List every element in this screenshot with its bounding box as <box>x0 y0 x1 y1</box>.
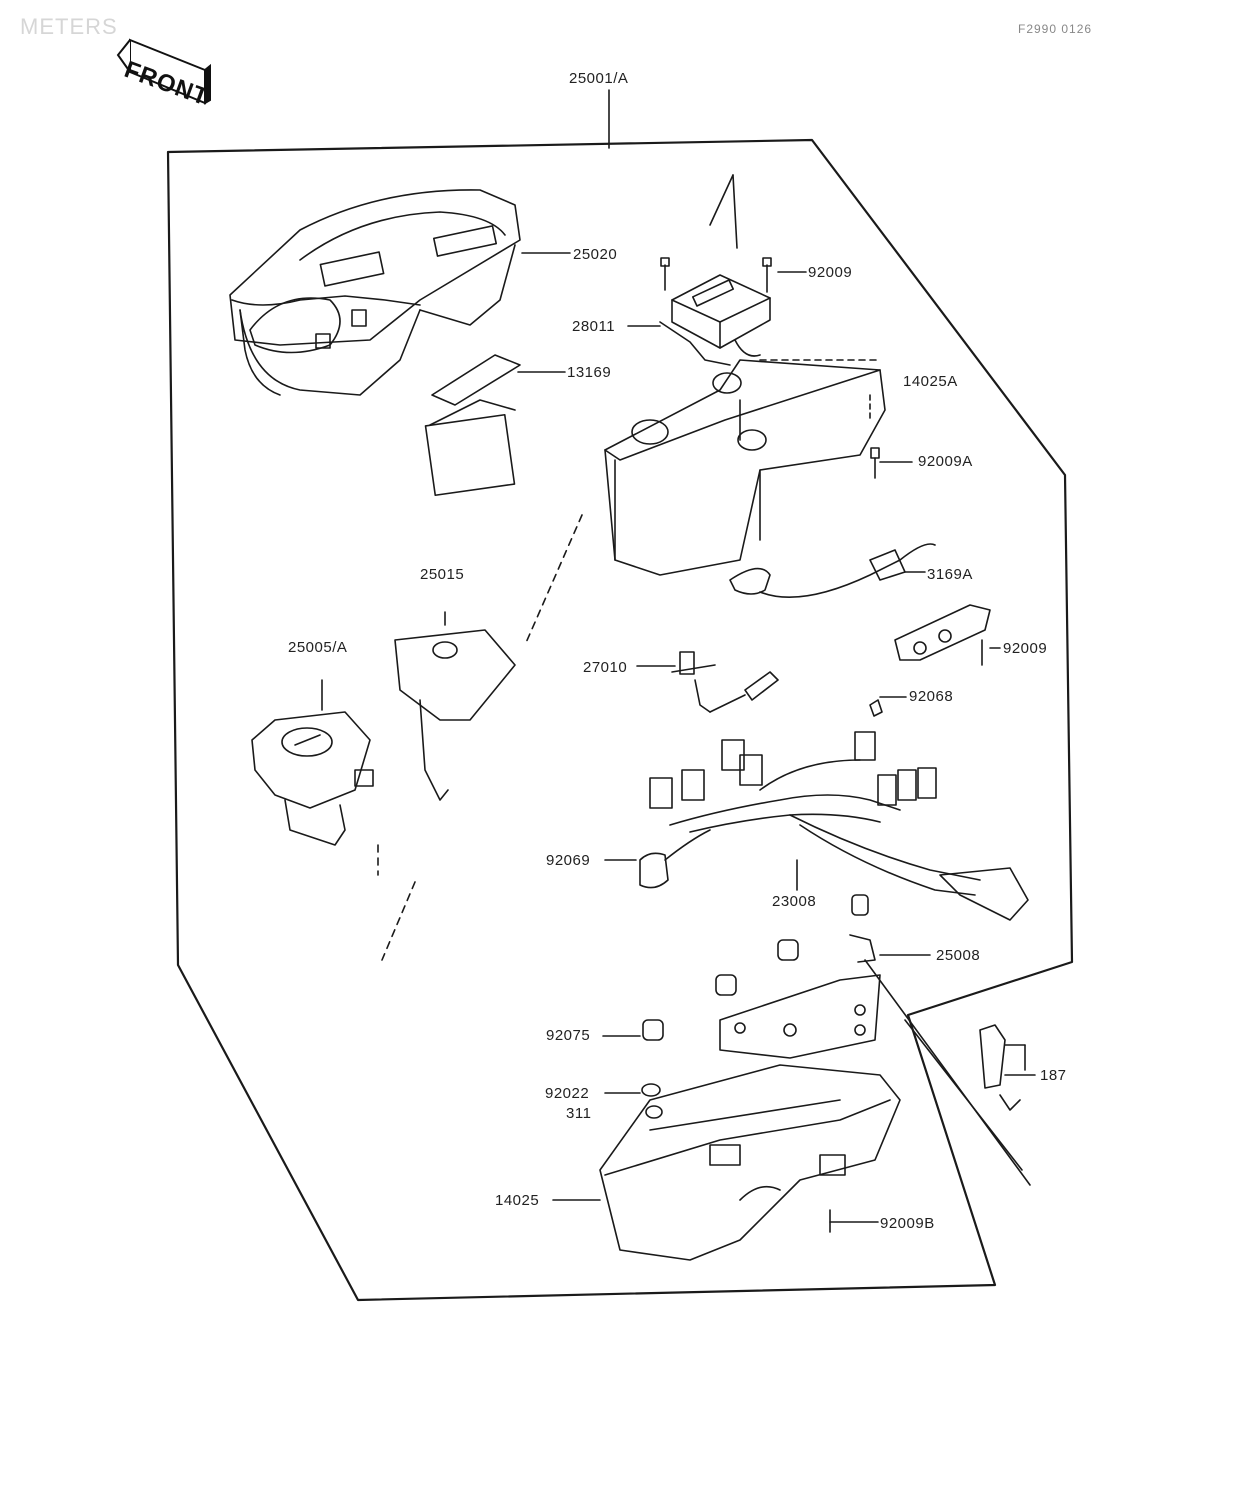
callout-23008: 23008 <box>772 893 817 910</box>
indicator-unit-part <box>659 274 771 366</box>
callout-311: 311 <box>566 1105 592 1122</box>
callout-25008: 25008 <box>936 947 981 964</box>
speedometer-25015 <box>394 611 516 801</box>
callout-13169: 13169 <box>567 364 612 381</box>
callout-25020: 25020 <box>573 246 618 263</box>
callout-187: 187 <box>1040 1067 1067 1084</box>
section-title: METERS <box>20 14 118 39</box>
mount-bracket-25008 <box>719 934 881 1059</box>
callout-92009A: 92009A <box>918 453 973 470</box>
front-direction-badge <box>116 38 211 105</box>
callout-92009B: 92009B <box>880 1215 935 1232</box>
reference-code: F2990 0126 <box>1018 22 1093 36</box>
callout-13169A: 3169A <box>927 566 973 583</box>
callout-92069: 92069 <box>546 852 591 869</box>
callout-92009: 92009 <box>808 264 853 281</box>
switch-27010 <box>671 651 779 713</box>
callout-92009-right: 92009 <box>1003 640 1048 657</box>
lamp-wire-13169A <box>729 543 936 598</box>
callout-28011: 28011 <box>572 318 616 335</box>
bolt-187 <box>979 1024 1026 1111</box>
grommets <box>642 894 869 1041</box>
callout-92075: 92075 <box>546 1027 591 1044</box>
meter-housing-part <box>604 359 886 576</box>
callout-27010: 27010 <box>583 659 628 676</box>
callout-92068: 92068 <box>909 688 954 705</box>
wire-harness-23008 <box>639 731 1029 921</box>
lower-case-14025 <box>599 1064 901 1261</box>
callout-25015: 25015 <box>420 566 465 583</box>
callout-14025A: 14025A <box>903 373 958 390</box>
tachometer-25005A <box>251 711 374 846</box>
callout-92022: 92022 <box>545 1085 590 1102</box>
damper-13169 <box>424 354 521 497</box>
assembly-outline <box>166 138 1074 1302</box>
callout-14025: 14025 <box>495 1192 540 1209</box>
screw-92009-pair <box>660 257 772 293</box>
callout-25001A: 25001/A <box>569 70 629 87</box>
callout-25005A: 25005/A <box>288 639 348 656</box>
meter-cover-part <box>229 189 521 396</box>
bracket-right <box>894 604 991 666</box>
